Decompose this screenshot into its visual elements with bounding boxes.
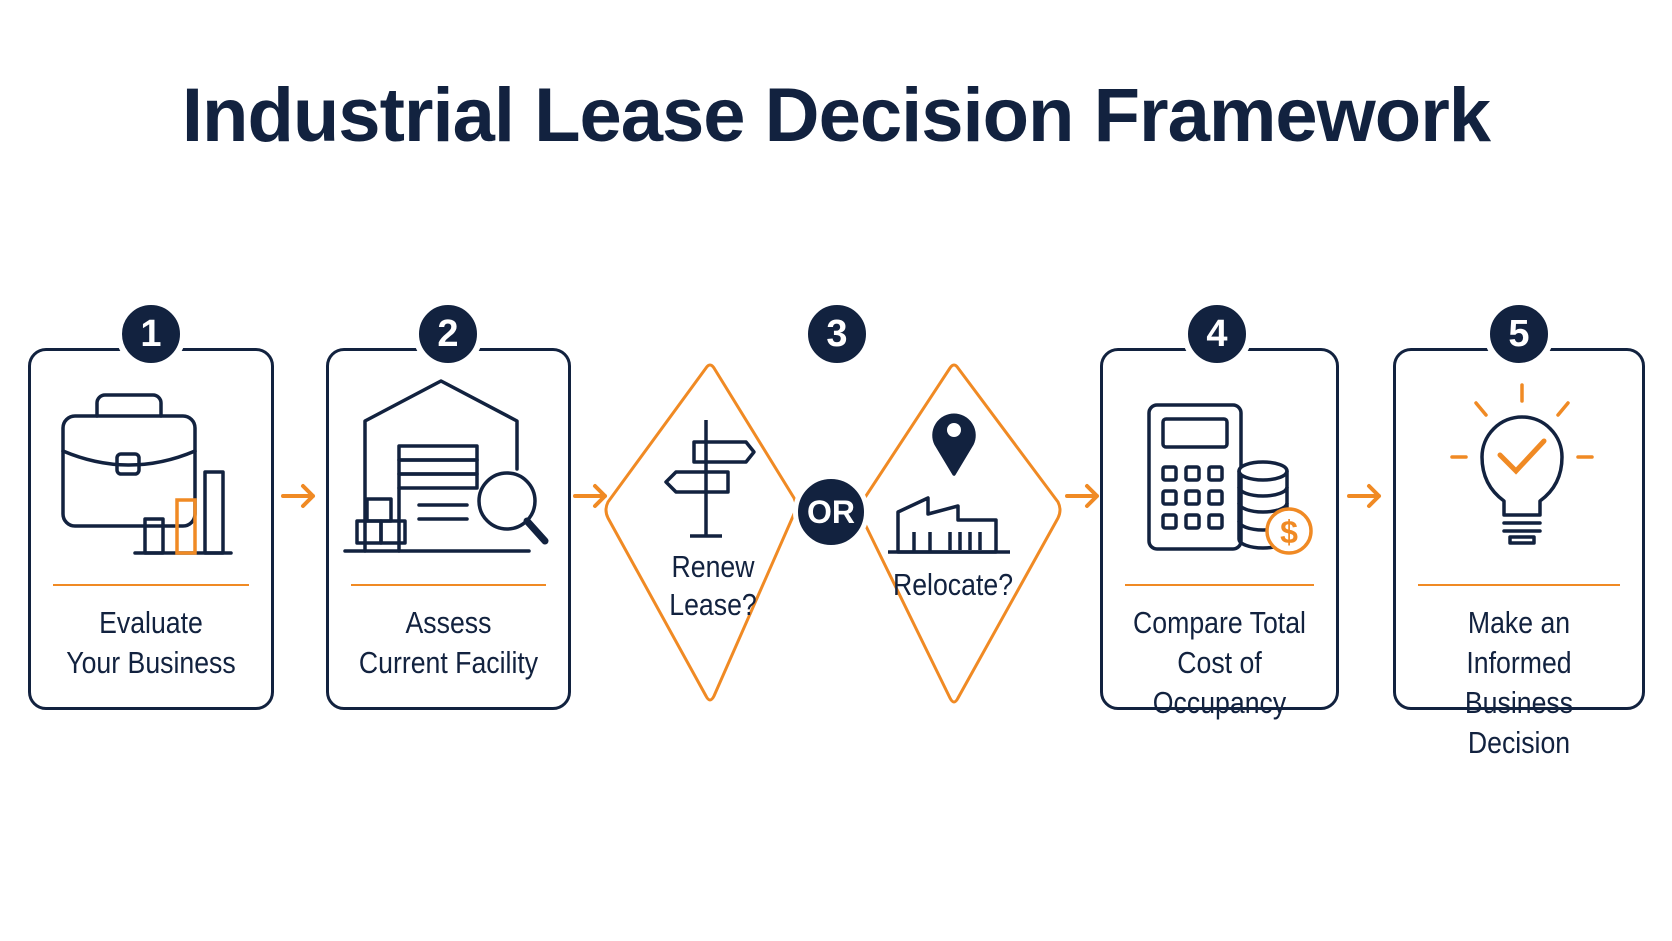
step-1-label-line1: Evaluate	[99, 605, 203, 640]
step-2-divider	[351, 584, 546, 586]
step-1-divider	[53, 584, 249, 586]
step-4-divider	[1125, 584, 1314, 586]
briefcase-chart-icon	[61, 393, 233, 555]
warehouse-magnifier-icon	[343, 379, 549, 553]
or-connector-badge: OR	[793, 474, 869, 550]
arrow-right-icon	[281, 484, 315, 508]
calculator-coins-icon: $	[1147, 403, 1313, 555]
step-1-label-line2: Your Business	[66, 645, 236, 680]
step-2-card: Assess Current Facility	[326, 348, 571, 710]
step-5-label-line2: Business Decision	[1464, 685, 1574, 760]
step-1-badge: 1	[116, 299, 186, 369]
step-4-badge: 4	[1182, 299, 1252, 369]
step-2-label: Assess Current Facility	[346, 603, 552, 683]
step-1-label: Evaluate Your Business	[48, 603, 254, 683]
relocate-label: Relocate?	[892, 567, 1014, 602]
step-4-card: $ Compare Total Cost of Occupancy	[1100, 348, 1339, 720]
renew-diamond	[604, 363, 798, 702]
arrow-right-icon	[573, 484, 607, 508]
arrow-right-icon	[1065, 484, 1099, 508]
renew-lease-line2: Lease?	[669, 587, 757, 622]
step-2-label-line1: Assess	[405, 605, 492, 640]
step-4-label: Compare Total Cost of Occupancy	[1119, 603, 1319, 723]
step-4-label-line1: Compare Total	[1133, 605, 1306, 640]
svg-text:$: $	[1280, 514, 1298, 550]
step-5-label-line1: Make an Informed	[1466, 605, 1572, 680]
step-2-label-line2: Current Facility	[358, 645, 539, 680]
step-2-badge: 2	[413, 299, 483, 369]
location-pin-building-icon	[888, 413, 1010, 554]
step-1-card: Evaluate Your Business	[28, 348, 274, 710]
renew-lease-line1: Renew	[671, 549, 755, 584]
arrow-right-icon	[1347, 484, 1381, 508]
step-5-card: Make an Informed Business Decision	[1393, 348, 1645, 760]
step-5-badge: 5	[1484, 299, 1554, 369]
lightbulb-check-icon	[1450, 383, 1594, 545]
page-title: Industrial Lease Decision Framework	[181, 73, 1491, 158]
step-5-divider	[1418, 584, 1620, 586]
step-3-badge: 3	[802, 299, 872, 369]
step-5-label: Make an Informed Business Decision	[1413, 603, 1625, 763]
renew-lease-label: Renew Lease?	[640, 548, 786, 624]
signpost-icon	[664, 420, 756, 538]
step-4-label-line2: Cost of Occupancy	[1152, 645, 1287, 720]
